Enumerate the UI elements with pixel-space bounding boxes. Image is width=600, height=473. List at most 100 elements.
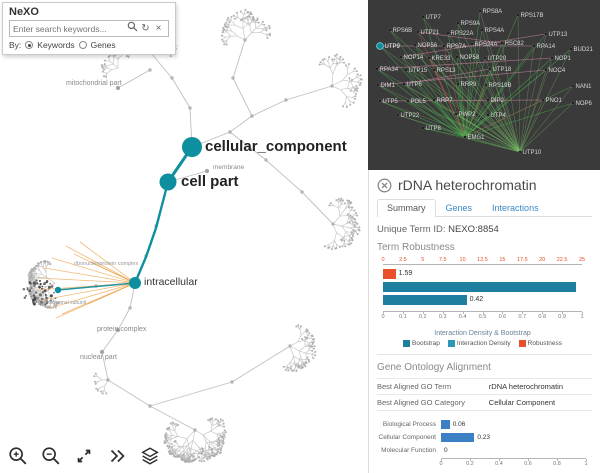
network-node-label[interactable]: KRE33: [432, 56, 452, 62]
network-node-RPS13[interactable]: [432, 68, 436, 72]
network-node-UTP9[interactable]: [376, 42, 384, 50]
network-node-NOP58[interactable]: [455, 55, 459, 59]
tree-label-intracellular[interactable]: intracellular: [144, 276, 198, 288]
network-node-UTP4[interactable]: [486, 113, 490, 117]
tab-summary[interactable]: Summary: [377, 199, 436, 217]
network-node-NOP14[interactable]: [399, 55, 403, 59]
network-node-UTP13[interactable]: [544, 32, 548, 36]
reset-search-icon[interactable]: ↻: [141, 23, 150, 34]
tree-label-ribonucleoprotein-complex[interactable]: ribonucleoprotein complex: [74, 261, 139, 267]
network-node-label[interactable]: RPS24A: [475, 42, 498, 48]
network-node-label[interactable]: UTP5: [383, 99, 399, 105]
fit-view-button[interactable]: [72, 444, 96, 468]
radio-keywords[interactable]: [25, 41, 34, 49]
network-node-label[interactable]: UTP4: [491, 113, 507, 119]
tree-label-cell-part[interactable]: cell part: [181, 173, 239, 190]
network-node-NOP6[interactable]: [571, 101, 575, 105]
network-node-RPS8A[interactable]: [478, 9, 482, 13]
network-node-RRP9[interactable]: [456, 82, 460, 86]
network-node-label[interactable]: RPS9A: [461, 21, 481, 27]
network-node-RPS17B[interactable]: [516, 13, 520, 17]
network-node-RPS22A[interactable]: [446, 31, 450, 35]
network-node-label[interactable]: RPS8A: [483, 9, 503, 15]
network-node-UTP6[interactable]: [402, 82, 406, 86]
network-node-label[interactable]: PWP2: [459, 112, 477, 118]
network-node-label[interactable]: RPS19B: [489, 83, 512, 89]
node-intracellular[interactable]: [129, 277, 141, 289]
tree-label-nuclear-part[interactable]: nuclear part: [80, 354, 117, 361]
tree-label-membrane[interactable]: membrane: [213, 164, 245, 171]
network-node-UTP22[interactable]: [396, 113, 400, 117]
network-node-label[interactable]: UTP13: [549, 32, 568, 38]
network-node-label[interactable]: RRP7: [437, 98, 454, 104]
network-node-NOC4[interactable]: [544, 68, 548, 72]
network-node-NAN1[interactable]: [571, 84, 575, 88]
node-cell-part[interactable]: [159, 173, 177, 191]
tree-label-mitochondrial-part[interactable]: mitochondrial part: [66, 80, 122, 87]
radio-genes[interactable]: [78, 41, 87, 49]
tree-label-protein-complex[interactable]: protein complex: [97, 326, 147, 333]
expand-branches-button[interactable]: [105, 444, 129, 468]
search-icon[interactable]: [126, 21, 139, 36]
network-node-UTP10[interactable]: [518, 150, 522, 154]
network-node-label[interactable]: NAN1: [576, 84, 593, 90]
zoom-out-button[interactable]: [39, 444, 63, 468]
network-node-label[interactable]: UTP21: [421, 30, 440, 36]
network-node-HSC82[interactable]: [500, 41, 504, 45]
network-node-UTP7[interactable]: [421, 15, 425, 19]
network-node-label[interactable]: UTP15: [409, 68, 428, 74]
network-node-DIP2[interactable]: [486, 98, 490, 102]
network-node-label[interactable]: BUD21: [574, 47, 594, 53]
tab-interactions[interactable]: Interactions: [492, 203, 539, 213]
layers-button[interactable]: [138, 444, 162, 468]
network-node-label[interactable]: RPS22A: [451, 31, 474, 37]
network-node-DIM1[interactable]: [376, 83, 380, 87]
node-cellular-component[interactable]: [182, 137, 202, 157]
network-node-label[interactable]: RPA34: [380, 67, 399, 73]
network-node-PWP2[interactable]: [454, 112, 458, 116]
network-node-label[interactable]: UTP10: [523, 150, 542, 156]
network-node-NOP1[interactable]: [550, 56, 554, 60]
network-node-RRP7[interactable]: [432, 98, 436, 102]
clear-search-icon[interactable]: ×: [155, 23, 162, 34]
network-node-label[interactable]: UTP7: [426, 15, 442, 21]
network-node-UTP18[interactable]: [488, 67, 492, 71]
network-node-RPA14[interactable]: [532, 44, 536, 48]
network-node-label[interactable]: DIP2: [491, 98, 505, 104]
zoom-in-button[interactable]: [6, 444, 30, 468]
network-node-label[interactable]: RPS6B: [393, 28, 413, 34]
network-node-EMG1[interactable]: [463, 135, 467, 139]
network-node-UTP8[interactable]: [421, 126, 425, 130]
network-node-label[interactable]: RPA14: [537, 44, 556, 50]
network-node-POL5[interactable]: [406, 99, 410, 103]
network-node-label[interactable]: NOP1: [555, 56, 572, 62]
network-node-label[interactable]: RPS17B: [521, 13, 544, 19]
network-node-RPS9A[interactable]: [456, 21, 460, 25]
network-node-PNO1[interactable]: [541, 98, 545, 102]
network-node-label[interactable]: RPS4A: [485, 28, 505, 34]
network-node-label[interactable]: NOP6: [576, 101, 593, 107]
network-node-UTP5[interactable]: [378, 99, 382, 103]
network-node-label[interactable]: UTP18: [493, 67, 512, 73]
tab-genes[interactable]: Genes: [445, 203, 473, 213]
network-node-BUD21[interactable]: [569, 47, 573, 51]
network-node-UTP21[interactable]: [416, 30, 420, 34]
network-node-label[interactable]: UTP22: [401, 113, 420, 119]
network-node-UTP20[interactable]: [483, 56, 487, 60]
network-node-label[interactable]: NOP14: [404, 55, 424, 61]
network-node-label[interactable]: RPS13: [437, 68, 457, 74]
network-node-label[interactable]: RPS7A: [447, 44, 467, 50]
network-node-label[interactable]: NOP58: [460, 55, 480, 61]
network-node-KRE33[interactable]: [427, 56, 431, 60]
network-node-label[interactable]: UTP9: [385, 44, 401, 50]
network-node-label[interactable]: POL5: [411, 99, 427, 105]
network-node-label[interactable]: HSC82: [505, 41, 525, 47]
tree-label-ribosomal-subunit[interactable]: ribosomal subunit: [47, 300, 87, 306]
gene-network-canvas[interactable]: UTP7 RPS8A RPS17B RPS9A RPS6B UTP21 RPS22A RPS4…: [368, 0, 600, 170]
network-node-label[interactable]: EMG1: [468, 135, 486, 141]
network-node-label[interactable]: UTP20: [488, 56, 507, 62]
tree-label-cellular-component[interactable]: cellular_component: [205, 138, 347, 155]
network-node-RPS19B[interactable]: [484, 83, 488, 87]
network-node-RPS7A[interactable]: [442, 44, 446, 48]
network-node-label[interactable]: NOP56: [418, 43, 438, 49]
